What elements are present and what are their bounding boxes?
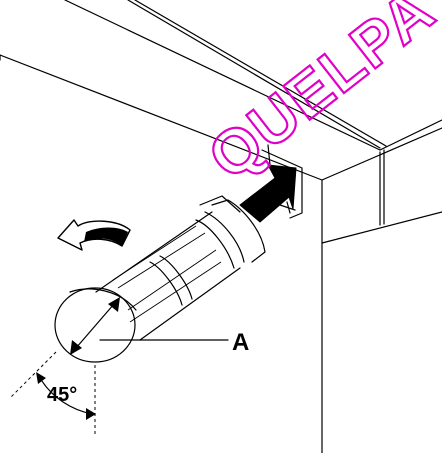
tool-rib-4	[127, 249, 217, 311]
arrow-into-slot-icon	[239, 164, 297, 223]
tool-rib-2	[129, 261, 222, 323]
cabinet-top-rim-line-2	[134, 0, 387, 147]
tool-key	[95, 195, 266, 341]
cabinet-top-front-edge	[0, 54, 323, 181]
tool-head-rim	[69, 288, 137, 311]
angle-indicator: 45°	[9, 351, 96, 435]
cabinet-lower-edge	[321, 211, 442, 244]
tool-rib-1	[112, 225, 197, 281]
slot-notch	[279, 204, 296, 211]
watermark-text: QUELPA	[196, 0, 442, 193]
angle-label: 45°	[47, 384, 77, 406]
tool-body-lower	[139, 267, 241, 341]
tool-collar-2	[159, 255, 193, 300]
callout-label-a: A	[232, 329, 249, 356]
double-headed-arrow-icon	[70, 297, 120, 355]
cabinet-top-back-edge	[64, 0, 381, 151]
cabinet-back-right-edge	[379, 119, 442, 151]
cabinet-top-rim-line-1	[127, 0, 381, 149]
diameter-arrow-head-1	[70, 340, 82, 355]
curved-rotation-arrow-shade	[84, 227, 128, 246]
diameter-arrow-head-2	[108, 297, 120, 312]
angle-arc-head-1	[36, 372, 46, 384]
slot-outline	[261, 149, 303, 219]
tool-head-circle	[54, 287, 136, 363]
angle-reference-diagonal	[9, 351, 57, 399]
diameter-arrow-shaft	[75, 303, 115, 349]
tool-flange-inner-2	[195, 219, 235, 269]
tool-collar-1	[149, 261, 183, 306]
angle-arc-head-2	[86, 408, 96, 420]
tool-tip	[199, 195, 241, 213]
tool-rib-3	[117, 232, 206, 289]
tool-flange	[211, 199, 266, 263]
tool-flange-inner	[204, 211, 245, 263]
cabinet-front-top-edge	[321, 127, 442, 181]
